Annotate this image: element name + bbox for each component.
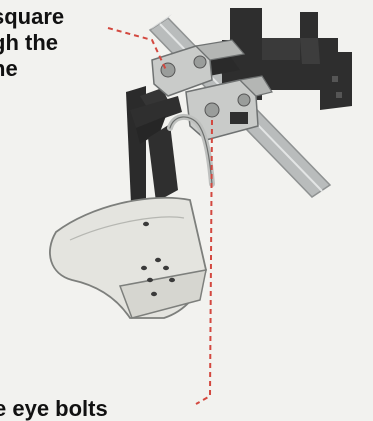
callout-top-text: square gh the ne — [0, 4, 64, 82]
callout-top-line-3: ne — [0, 56, 64, 82]
callout-bottom-text: e eye bolts — [0, 396, 108, 421]
callout-top-line-1: square — [0, 4, 64, 30]
callout-top-line-2: gh the — [0, 30, 64, 56]
